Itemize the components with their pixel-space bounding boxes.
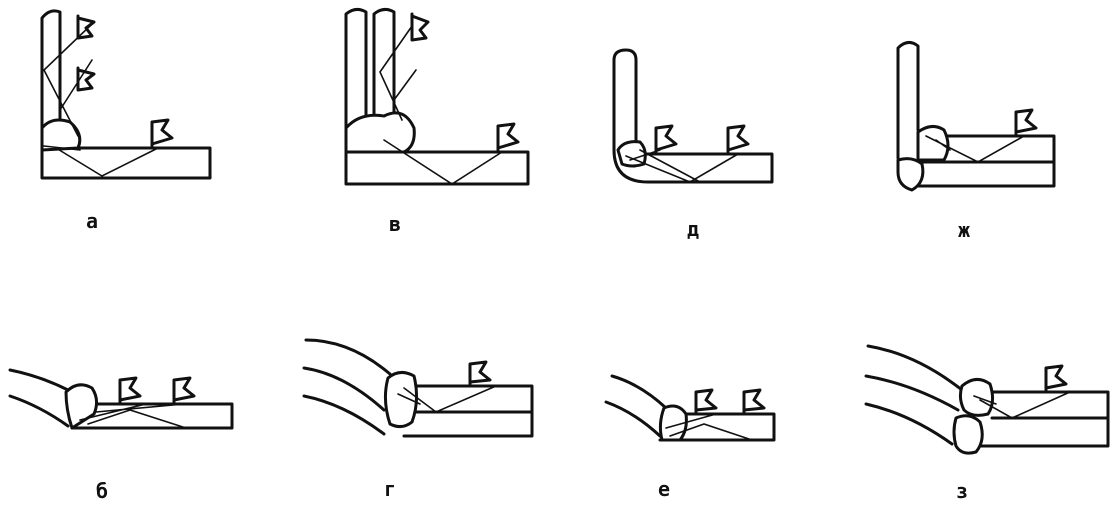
panel-d: д xyxy=(612,48,774,241)
probe-icon xyxy=(742,388,766,414)
vertical-plate-outer xyxy=(344,7,368,152)
panel-b: б xyxy=(8,368,234,503)
horizontal-plate xyxy=(344,150,530,186)
weld-bead-bottom xyxy=(896,157,925,192)
weld-bead-top xyxy=(916,125,950,162)
probe-icon xyxy=(118,376,142,404)
bent-plate-outer xyxy=(612,58,774,184)
beam-path xyxy=(379,25,417,121)
weld-bead xyxy=(64,383,99,430)
panel-v: в xyxy=(344,7,530,236)
panel-label-e: е xyxy=(658,477,670,501)
weld-bead xyxy=(40,118,82,152)
panel-label-b: б xyxy=(96,479,108,503)
weld-bead-bottom xyxy=(952,414,984,455)
horizontal-plate xyxy=(40,146,212,180)
probe-icon xyxy=(1044,364,1068,392)
panel-label-d: д xyxy=(687,217,699,241)
probe-icon xyxy=(726,124,750,154)
probe-icon xyxy=(654,124,678,154)
probe-icon xyxy=(694,388,718,414)
beam-path xyxy=(43,23,93,137)
panel-label-zh: ж xyxy=(958,218,970,242)
panel-z: з xyxy=(864,344,1110,503)
beam-path xyxy=(665,413,753,441)
probe-icon xyxy=(150,118,174,148)
probe-icon xyxy=(172,376,196,404)
inclined-plate-top xyxy=(866,344,964,392)
upper-plate xyxy=(916,134,1056,164)
inclined-plate-bottom xyxy=(302,394,386,436)
panel-a: а xyxy=(40,9,212,233)
panel-zh: ж xyxy=(896,41,1056,242)
beam-path xyxy=(973,391,1071,419)
inclined-plate xyxy=(604,374,668,438)
panel-e: е xyxy=(604,374,776,501)
beam-path xyxy=(383,139,503,185)
probe-icon xyxy=(76,14,96,40)
vertical-plate xyxy=(40,9,62,152)
lower-plate xyxy=(902,160,1056,188)
horizontal-plate xyxy=(978,390,1110,448)
beam-path xyxy=(43,145,159,177)
panel-label-v: в xyxy=(389,212,401,236)
inclined-plate-mid xyxy=(302,366,386,412)
panel-g: г xyxy=(302,338,534,501)
panel-label-g: г xyxy=(384,477,396,501)
horizontal-plate xyxy=(70,402,234,430)
inclined-plate-bottom xyxy=(864,402,954,446)
horizontal-plate xyxy=(402,384,534,438)
probe-icon xyxy=(468,360,492,386)
probe-icon xyxy=(496,122,520,152)
beam-path xyxy=(397,385,497,413)
beam-path xyxy=(79,403,187,429)
inclined-plate xyxy=(8,368,70,428)
vertical-plate xyxy=(896,41,920,160)
panel-label-a: а xyxy=(86,209,98,233)
vertical-plate-inner xyxy=(372,7,396,134)
bent-plate xyxy=(612,48,638,156)
weld-bead xyxy=(383,371,419,429)
beam-path xyxy=(925,135,1025,163)
inclined-plate-mid xyxy=(864,374,960,412)
probe-icon xyxy=(410,12,430,42)
weld-bead xyxy=(344,111,416,154)
probe-icon xyxy=(76,66,96,92)
panel-label-z: з xyxy=(956,479,968,503)
inclined-plate-top xyxy=(304,338,392,376)
probe-icon xyxy=(1014,108,1038,136)
